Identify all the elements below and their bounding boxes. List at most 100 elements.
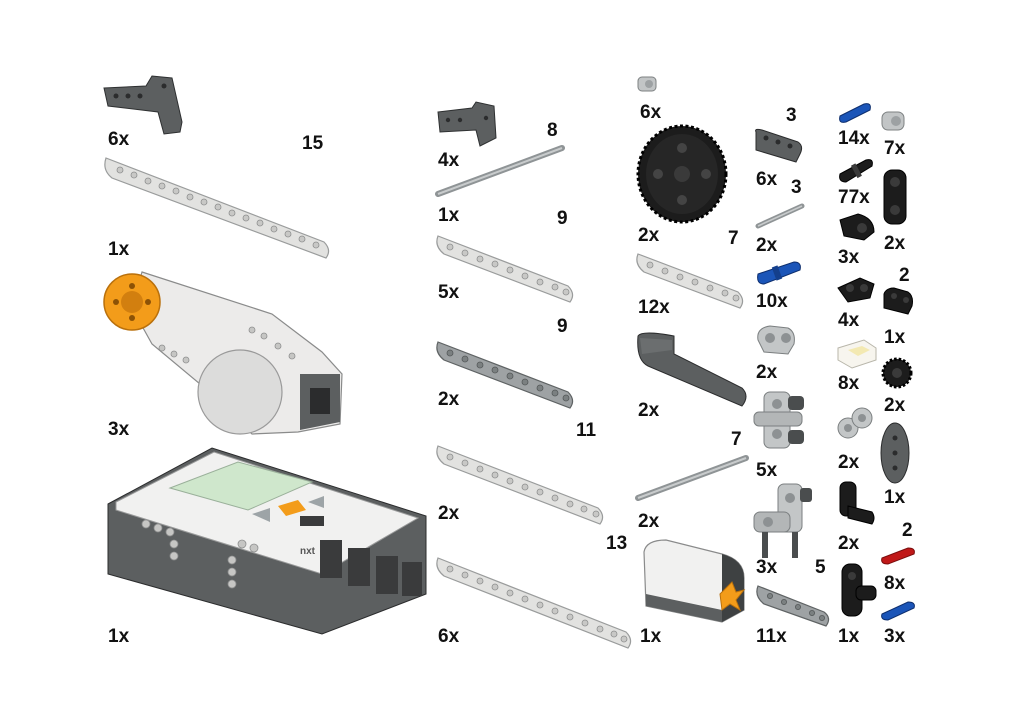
- beam-11: [434, 442, 606, 528]
- length-beam9a: 9: [557, 208, 568, 229]
- count-sensor: 1x: [640, 626, 662, 647]
- beam-dark-icon: [883, 287, 913, 315]
- light-brick: [834, 338, 880, 370]
- pin-icon: [757, 261, 801, 285]
- count-beam3: 6x: [756, 169, 778, 190]
- count-beam2: 1x: [884, 327, 906, 348]
- beam-7: [634, 250, 746, 312]
- connector-icon: [841, 563, 877, 617]
- length-beam15: 15: [302, 133, 324, 154]
- connector-double-gray: [834, 402, 878, 444]
- connector-1: [754, 322, 798, 358]
- nxt-brick-icon: nxt: [107, 447, 427, 635]
- axle-icon: [755, 203, 805, 229]
- length-beam13: 13: [606, 533, 628, 554]
- connector-icon: [753, 483, 812, 558]
- axle-7: [634, 452, 750, 504]
- count-beam11: 2x: [438, 503, 460, 524]
- pin-axle-blue: [878, 598, 918, 622]
- gear-icon: [636, 124, 728, 224]
- blue-pin: [754, 258, 804, 286]
- beam-15: [102, 154, 332, 262]
- beam-2-black: [880, 286, 916, 316]
- bush: [636, 74, 658, 94]
- light-icon: [837, 339, 877, 369]
- connector-icon: [839, 481, 875, 525]
- count-beam5: 11x: [756, 626, 787, 647]
- gear-40: [636, 124, 728, 224]
- beam-9-light: [434, 232, 576, 306]
- count-axle3: 2x: [756, 235, 778, 256]
- length-axle7: 7: [731, 429, 742, 450]
- axle-icon: [435, 145, 565, 197]
- length-axle8: 8: [547, 120, 558, 141]
- panel-icon: [880, 422, 910, 484]
- bush-half: [878, 108, 910, 134]
- connector-icon: [753, 391, 804, 449]
- connector-hub-black: [834, 560, 880, 622]
- count-panel: 1x: [884, 487, 906, 508]
- count-conn1: 2x: [756, 362, 778, 383]
- lbeam-large: [102, 74, 184, 136]
- count-axle8: 1x: [438, 205, 460, 226]
- count-gear40: 2x: [638, 225, 660, 246]
- pin-joiner-black: [834, 274, 878, 304]
- count-pin77: 77x: [838, 187, 870, 208]
- count-bush7: 7x: [884, 138, 906, 159]
- beam-5: [754, 582, 832, 630]
- count-axle7: 2x: [638, 511, 660, 532]
- lbeam-dark-icon: [437, 101, 497, 147]
- length-axle2: 2: [902, 520, 913, 541]
- pin-icon: [837, 277, 875, 303]
- axle-icon: [635, 455, 749, 501]
- count-gear2: 2x: [884, 395, 906, 416]
- length-beam3: 3: [786, 105, 797, 126]
- connector-perp-black: [880, 166, 910, 228]
- pin-long-blue: [836, 100, 874, 126]
- length-beam7a: 7: [728, 228, 739, 249]
- count-conn3: 3x: [756, 557, 778, 578]
- count-conn2d: 2x: [838, 533, 860, 554]
- count-nxt: 1x: [108, 626, 130, 647]
- sensor-icon: [643, 539, 746, 623]
- beam-light-icon: [436, 235, 574, 303]
- lbeam-dark-icon: [103, 75, 183, 135]
- panel: [878, 420, 912, 486]
- connector-icon: [883, 169, 907, 225]
- servo-motor: [102, 264, 347, 446]
- connector-icon: [837, 407, 873, 439]
- angle-beam: [634, 330, 750, 410]
- nxt-brick: nxt: [102, 444, 434, 636]
- beam-dark-icon: [755, 128, 803, 163]
- count-conn2: 5x: [756, 460, 778, 481]
- angle-beam-icon: [637, 332, 747, 407]
- count-beam15: 1x: [108, 239, 130, 260]
- length-axle3: 3: [791, 177, 802, 198]
- count-motor: 3x: [108, 419, 130, 440]
- count-beam9a: 5x: [438, 282, 460, 303]
- connector-angle-black: [834, 478, 878, 528]
- count-lbeam-large: 6x: [108, 129, 130, 150]
- count-light8: 8x: [838, 373, 860, 394]
- count-conn3b: 3x: [838, 247, 860, 268]
- count-beam9b: 2x: [438, 389, 460, 410]
- count-conn2c: 2x: [838, 452, 860, 473]
- sensor: [636, 536, 750, 626]
- connector-icon: [757, 325, 795, 355]
- count-angbeam: 2x: [638, 400, 660, 421]
- lbeam-small: [436, 101, 498, 148]
- servo-motor-icon: [103, 271, 343, 435]
- count-pin3: 3x: [884, 626, 906, 647]
- length-beam5: 5: [815, 557, 826, 578]
- count-bush: 6x: [640, 102, 662, 123]
- count-conn1b: 1x: [838, 626, 860, 647]
- count-pin4: 4x: [838, 310, 860, 331]
- beam-gray-icon: [756, 585, 830, 627]
- beam-gray-icon: [436, 341, 574, 409]
- beam-light-icon: [436, 557, 632, 649]
- length-beam2: 2: [899, 265, 910, 286]
- beam-3: [752, 128, 804, 166]
- beam-light-icon: [104, 157, 330, 259]
- axle-3: [754, 200, 806, 230]
